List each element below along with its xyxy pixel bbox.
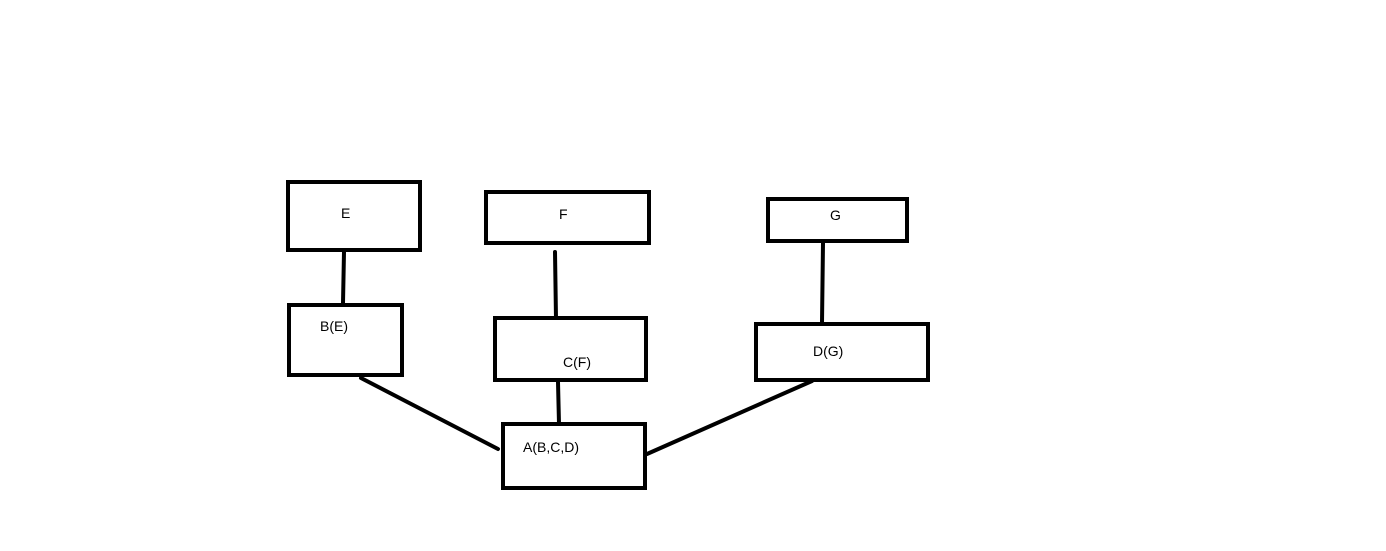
edge-d-to-a — [645, 379, 814, 456]
edge-e-to-b — [341, 250, 346, 305]
node-e-label: E — [341, 205, 350, 221]
edge-f-to-c — [553, 250, 558, 321]
node-b-label: B(E) — [320, 318, 348, 334]
node-g-label: G — [830, 207, 841, 223]
node-b: B(E) — [287, 303, 404, 377]
node-a: A(B,C,D) — [501, 422, 647, 490]
node-a-label: A(B,C,D) — [523, 439, 579, 455]
node-b-box — [287, 303, 404, 377]
node-d-label: D(G) — [813, 343, 843, 359]
node-c: C(F) — [493, 316, 648, 382]
node-f: F — [484, 190, 651, 245]
edge-b-to-a — [359, 376, 500, 451]
node-e: E — [286, 180, 422, 252]
node-a-box — [501, 422, 647, 490]
edge-c-to-a — [556, 380, 561, 426]
node-g-box — [766, 197, 909, 243]
node-c-label: C(F) — [563, 354, 591, 370]
node-g: G — [766, 197, 909, 243]
node-e-box — [286, 180, 422, 252]
node-f-label: F — [559, 206, 568, 222]
edge-g-to-d — [820, 241, 825, 325]
node-f-box — [484, 190, 651, 245]
node-c-box — [493, 316, 648, 382]
node-d-box — [754, 322, 930, 382]
node-d: D(G) — [754, 322, 930, 382]
